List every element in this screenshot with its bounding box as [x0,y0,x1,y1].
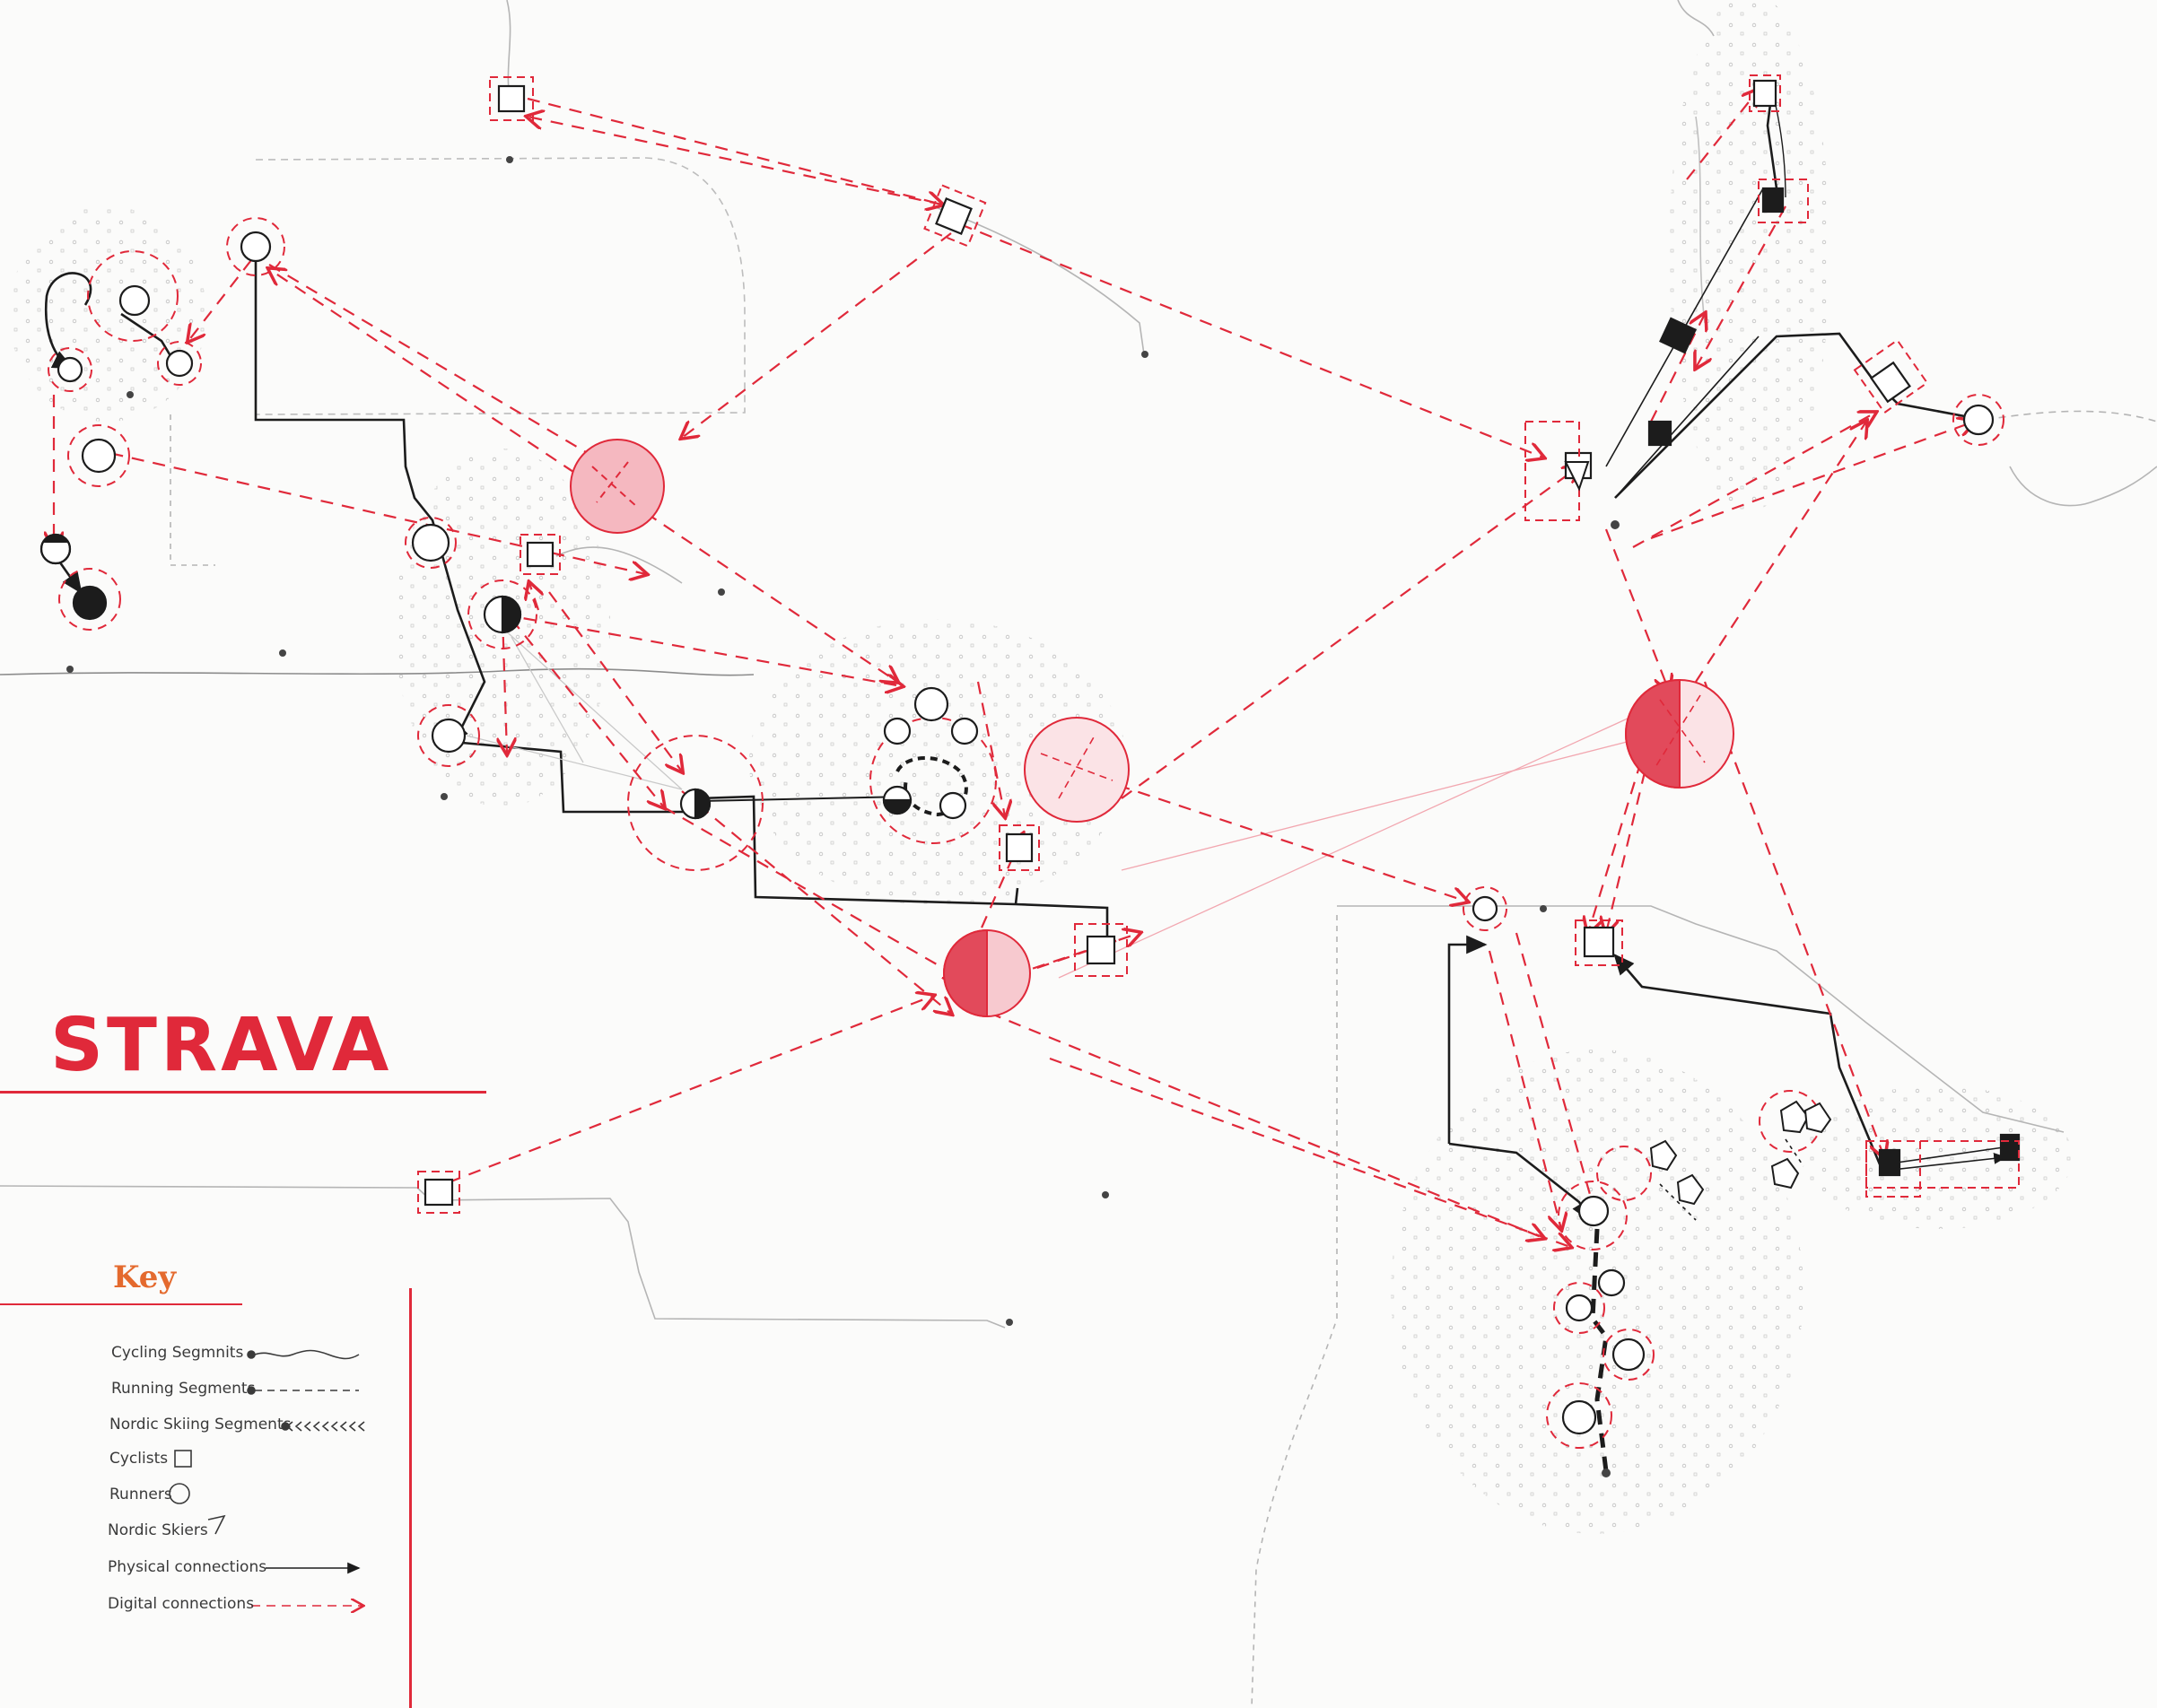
cyclist [1647,420,1672,447]
key-symbols [169,1349,365,1607]
key-title: Key [113,1259,177,1295]
nordic-skier [1564,461,1590,492]
segment-endpoints [66,156,1620,1477]
key-cycling-symbol [247,1349,360,1360]
cyclist [424,1178,454,1207]
brand-logo: STRAVA [50,1003,393,1088]
thin-connections [466,627,1688,979]
cyclist [1583,926,1615,958]
key-nordic-symbol [281,1421,365,1432]
runner [1611,1338,1646,1372]
runner [950,717,979,745]
runner [1597,1268,1626,1297]
runner [81,438,117,474]
key-item-running: Running Segments [111,1380,256,1398]
cyclists [424,79,2021,1207]
runners [39,231,1995,1435]
nordic-skier [1649,1139,1678,1172]
key-item-nordic: Nordic Skiing Segments [109,1416,292,1434]
digital-hub [570,439,665,534]
cyclist [1752,79,1777,108]
runner [1471,895,1498,922]
nordic-skiers [1564,461,1832,1206]
key-divider [409,1288,412,1708]
nordic-skier [1770,1157,1800,1190]
nordic-skier [1676,1173,1705,1206]
cyclist [1005,832,1034,863]
nordic-skier [1803,1102,1832,1134]
runners-filled [39,533,913,820]
cyclist [1870,361,1911,404]
runner [240,231,272,263]
runner [57,356,83,383]
stipple-areas [9,0,2073,1534]
runner [431,718,467,754]
cyclist [1659,317,1697,354]
cyclist [1761,187,1785,214]
runner [1577,1195,1610,1227]
key-runner-symbol [169,1483,190,1504]
key-item-physical: Physical connections [108,1558,267,1576]
nordic-skier [1779,1100,1810,1134]
key-item-runners: Runners [109,1486,172,1503]
key-running-symbol [247,1386,359,1395]
digital-hub [1024,717,1130,823]
brand-underline [0,1091,486,1094]
runner-half [882,785,913,815]
runner [411,523,450,562]
runner [939,791,967,820]
runner [118,284,151,317]
key-item-digital: Digital connections [108,1595,255,1613]
runner [913,686,949,722]
runner-half [483,595,522,634]
key-nordic-skier-symbol [207,1514,226,1535]
runner [1565,1294,1594,1322]
cyclist [935,197,973,235]
runner [1962,404,1995,436]
runner [1561,1399,1597,1435]
cyclist [497,84,526,113]
cyclist [1999,1133,2021,1162]
digital-hub [943,928,1031,1018]
key-cyclist-symbol [174,1450,192,1468]
key-item-cycling: Cycling Segmnits [111,1344,244,1362]
cyclist-frames [417,74,2020,1214]
cyclist [1878,1148,1901,1177]
runner-half [679,788,712,820]
runner [883,717,912,745]
digital-hubs [570,439,1734,1018]
nordic-paths [1659,1138,1804,1221]
runner [165,349,194,378]
digital-hub [1625,678,1734,789]
digital-connections [54,90,1974,1247]
cyclist [526,541,555,568]
key-underline [0,1303,242,1305]
key-item-cyclists: Cyclists [109,1450,169,1468]
cyclist [1086,935,1116,965]
key-item-nordic-skiers: Nordic Skiers [108,1521,208,1539]
